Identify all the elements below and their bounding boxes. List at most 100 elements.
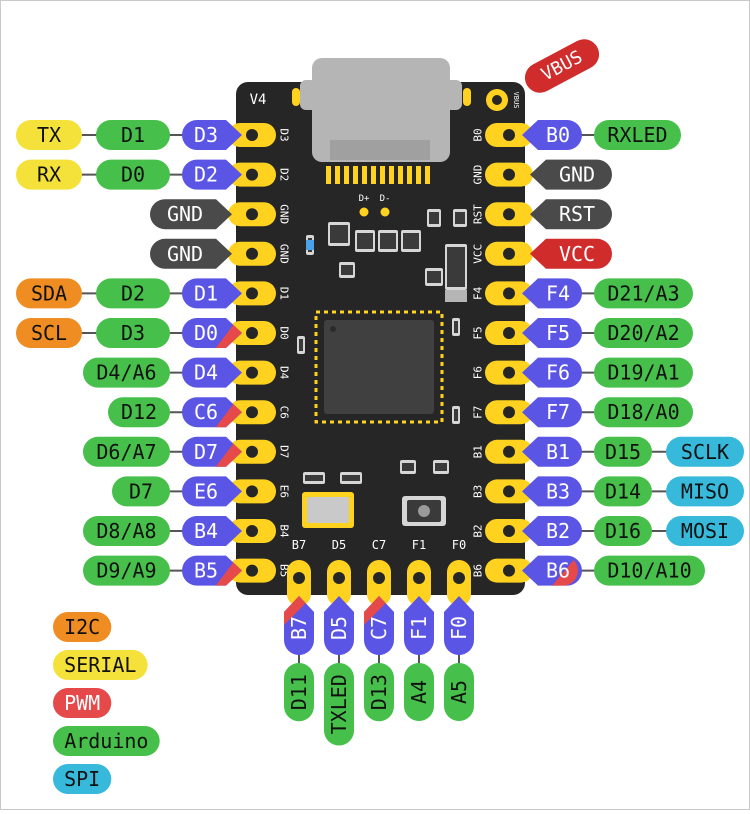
pin-label-pill: [108, 397, 170, 428]
pad-right-8-hole: [503, 406, 515, 419]
pad-left-5-hole: [246, 287, 258, 300]
gnd-pin-shape: [150, 199, 232, 230]
port-tag-label: B4: [194, 519, 218, 543]
vbus-pad-silk: VBUS: [512, 92, 520, 109]
gnd-pin-shape: [150, 238, 232, 269]
usb-contact: [425, 166, 430, 184]
pin-label-pill: [16, 318, 82, 348]
legend-item-spi: SPI: [53, 764, 112, 794]
port-tag-label: B6: [546, 559, 570, 583]
pin-label: D0: [96, 159, 170, 190]
legend-swatch: [53, 688, 112, 718]
pad-bottom-hole: [293, 572, 305, 584]
pin-label: D4/A6: [83, 357, 170, 388]
pad-silk-label: F0: [452, 538, 466, 552]
pin-label: D21/A3: [594, 278, 693, 309]
mcu-chip: [324, 320, 434, 414]
pin-label-text: SCLK: [681, 440, 729, 464]
pin-label-pill: [594, 278, 693, 309]
pin-label: RX: [16, 159, 82, 190]
pad-left-10-hole: [246, 485, 258, 498]
side-pin-label: VCC: [559, 242, 595, 266]
pad-left-8-hole: [246, 406, 258, 419]
pad-silk-label: VCC: [472, 244, 485, 264]
pad-silk-label: F7: [472, 406, 485, 419]
usb-contact: [335, 166, 340, 184]
pad-silk-label: GND: [278, 244, 291, 264]
legend-label: SPI: [64, 767, 100, 791]
legend-label: SERIAL: [64, 653, 136, 677]
port-tag-shape: [182, 278, 242, 309]
pin-label: D14: [594, 476, 652, 507]
legend-label: PWM: [64, 691, 100, 715]
pin-label-text: D12: [121, 400, 157, 424]
port-tag-shape: [522, 516, 582, 546]
legend-swatch: [53, 650, 148, 680]
port-tag-label: F7: [546, 400, 570, 424]
port-tag: D7: [182, 436, 242, 467]
pin-label-text: D1: [121, 123, 145, 147]
smd-component-body: [447, 247, 465, 287]
pad-silk-label: B0: [472, 128, 485, 141]
pin-label-pill: [594, 357, 693, 388]
pin-label-text: D6/A7: [96, 440, 156, 464]
legend-label: Arduino: [64, 729, 148, 753]
reset-button-icon: [418, 505, 430, 517]
pin-label-text: D10/A10: [607, 559, 691, 583]
pin-label-text: D3: [121, 321, 145, 345]
pad-right-3-hole: [503, 208, 515, 221]
pin-label: D10/A10: [594, 555, 705, 586]
port-tag: B0: [522, 120, 582, 150]
smd-component-body: [341, 265, 353, 275]
pin-label-text: D20/A2: [607, 321, 679, 345]
pin-label-pill: [96, 120, 170, 150]
pad-silk-label: F1: [412, 538, 426, 552]
legend-label: I2C: [64, 615, 100, 639]
vbus-callout-pill: [524, 39, 600, 93]
usb-contact: [353, 166, 358, 184]
pin-label-pill: [594, 318, 693, 348]
pin-label-text: D21/A3: [607, 281, 679, 305]
gnd-pin-tag: GND: [150, 199, 232, 230]
port-tag-label: B1: [546, 440, 570, 464]
pad-bottom-hole: [373, 572, 385, 584]
port-tag-shape: [522, 357, 583, 388]
pad-left-2-hole: [246, 168, 258, 181]
pin-label-pill: [666, 436, 744, 467]
pin-label-text: D15: [605, 440, 641, 464]
pin-label-pill: [594, 397, 693, 428]
gnd-pin-tag: GND: [150, 238, 232, 269]
pin-label-text: RXLED: [607, 123, 667, 147]
pin-label-pill: [16, 120, 82, 150]
pin-label: D15: [594, 436, 652, 467]
smd-component-body: [342, 475, 360, 481]
led-mark-label: D+: [359, 194, 370, 204]
pin-label-text: D0: [121, 163, 145, 187]
smd-component-body: [427, 271, 441, 283]
port-tag-label: F1: [407, 616, 431, 640]
port-tag: F0: [444, 596, 474, 655]
pad-right-9-hole: [503, 445, 515, 458]
smd-component-body: [330, 225, 348, 243]
port-tag-shape: [444, 596, 474, 655]
pin-label-pill: [83, 555, 170, 586]
pad-silk-label: D3: [278, 128, 291, 141]
port-tag-shape: [182, 159, 242, 190]
port-tag-label: C6: [194, 400, 218, 424]
pad-silk-label: F5: [472, 326, 485, 339]
pin-label-pill: [112, 476, 170, 507]
pad-silk-label: GND: [278, 204, 291, 224]
smd-component-body: [454, 321, 458, 333]
legend-item-i2c: I2C: [53, 612, 112, 642]
port-tag-label: B2: [546, 519, 570, 543]
port-tag: B2: [522, 516, 582, 546]
legend-swatch: [53, 764, 112, 794]
smd-component-body: [305, 475, 323, 481]
usb-contact: [362, 166, 367, 184]
pin-label-text: D4/A6: [96, 361, 156, 385]
pin-label: TX: [16, 120, 82, 150]
pin-label-pill: [83, 436, 170, 467]
pad-silk-label: D4: [278, 366, 291, 380]
